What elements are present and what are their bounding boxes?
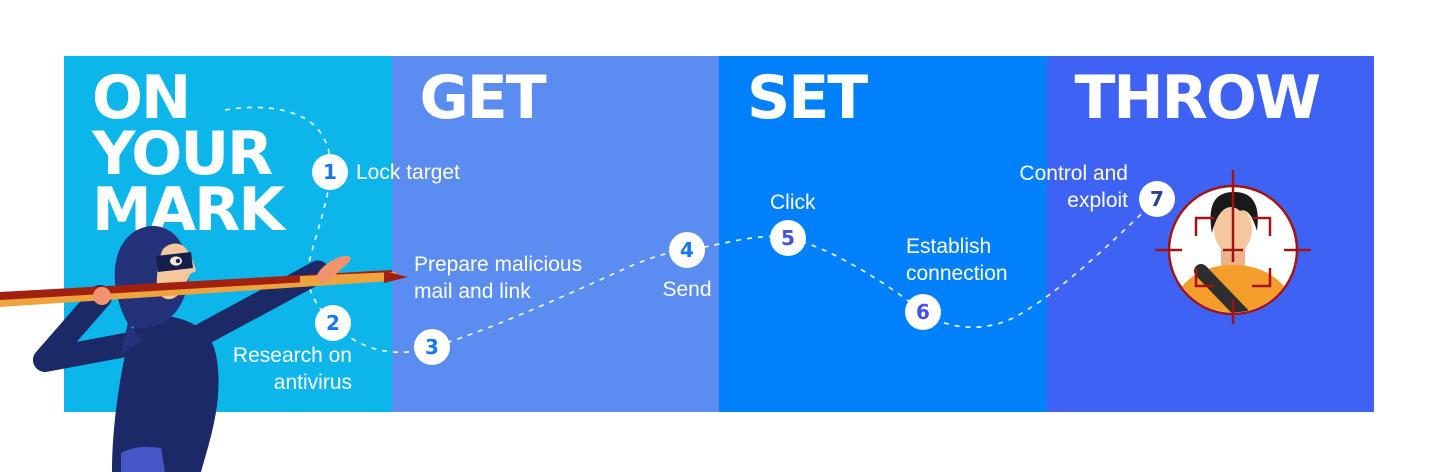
phase-title-throw: THROW [1074,63,1322,133]
step-label-2: Research on antivirus [232,344,352,394]
step-label-1: Lock target [356,161,460,184]
step-circle-2: 2 [315,305,351,341]
step-label-6: Establish connection [906,235,1008,285]
phase-title-on-your-mark: ON YOUR MARK [92,63,285,245]
phase-title-get: GET [419,63,547,133]
step-circle-3: 3 [414,329,450,365]
step-number-4: 4 [680,238,694,262]
step-number-5: 5 [781,226,795,250]
step-circle-5: 5 [770,220,806,256]
attacker-trousers [121,446,186,472]
attacker-jacket-hem [160,433,201,472]
step-number-7: 7 [1150,187,1164,211]
phase-title-set: SET [747,63,868,133]
step-label-3: Prepare malicious mail and link [414,253,583,303]
step-label-5: Click [770,191,816,214]
step-number-2: 2 [326,311,340,335]
step-number-1: 1 [323,160,337,184]
step-number-3: 3 [425,335,439,359]
step-label-7: Control and exploit [1019,162,1128,212]
step-circle-1: 1 [312,154,348,190]
step-number-6: 6 [916,300,930,324]
step-circle-4: 4 [669,232,705,268]
panel-throw: THROW [1046,56,1374,412]
step-circle-7: 7 [1139,181,1175,217]
step-circle-6: 6 [905,294,941,330]
step-label-4: Send [662,278,712,301]
